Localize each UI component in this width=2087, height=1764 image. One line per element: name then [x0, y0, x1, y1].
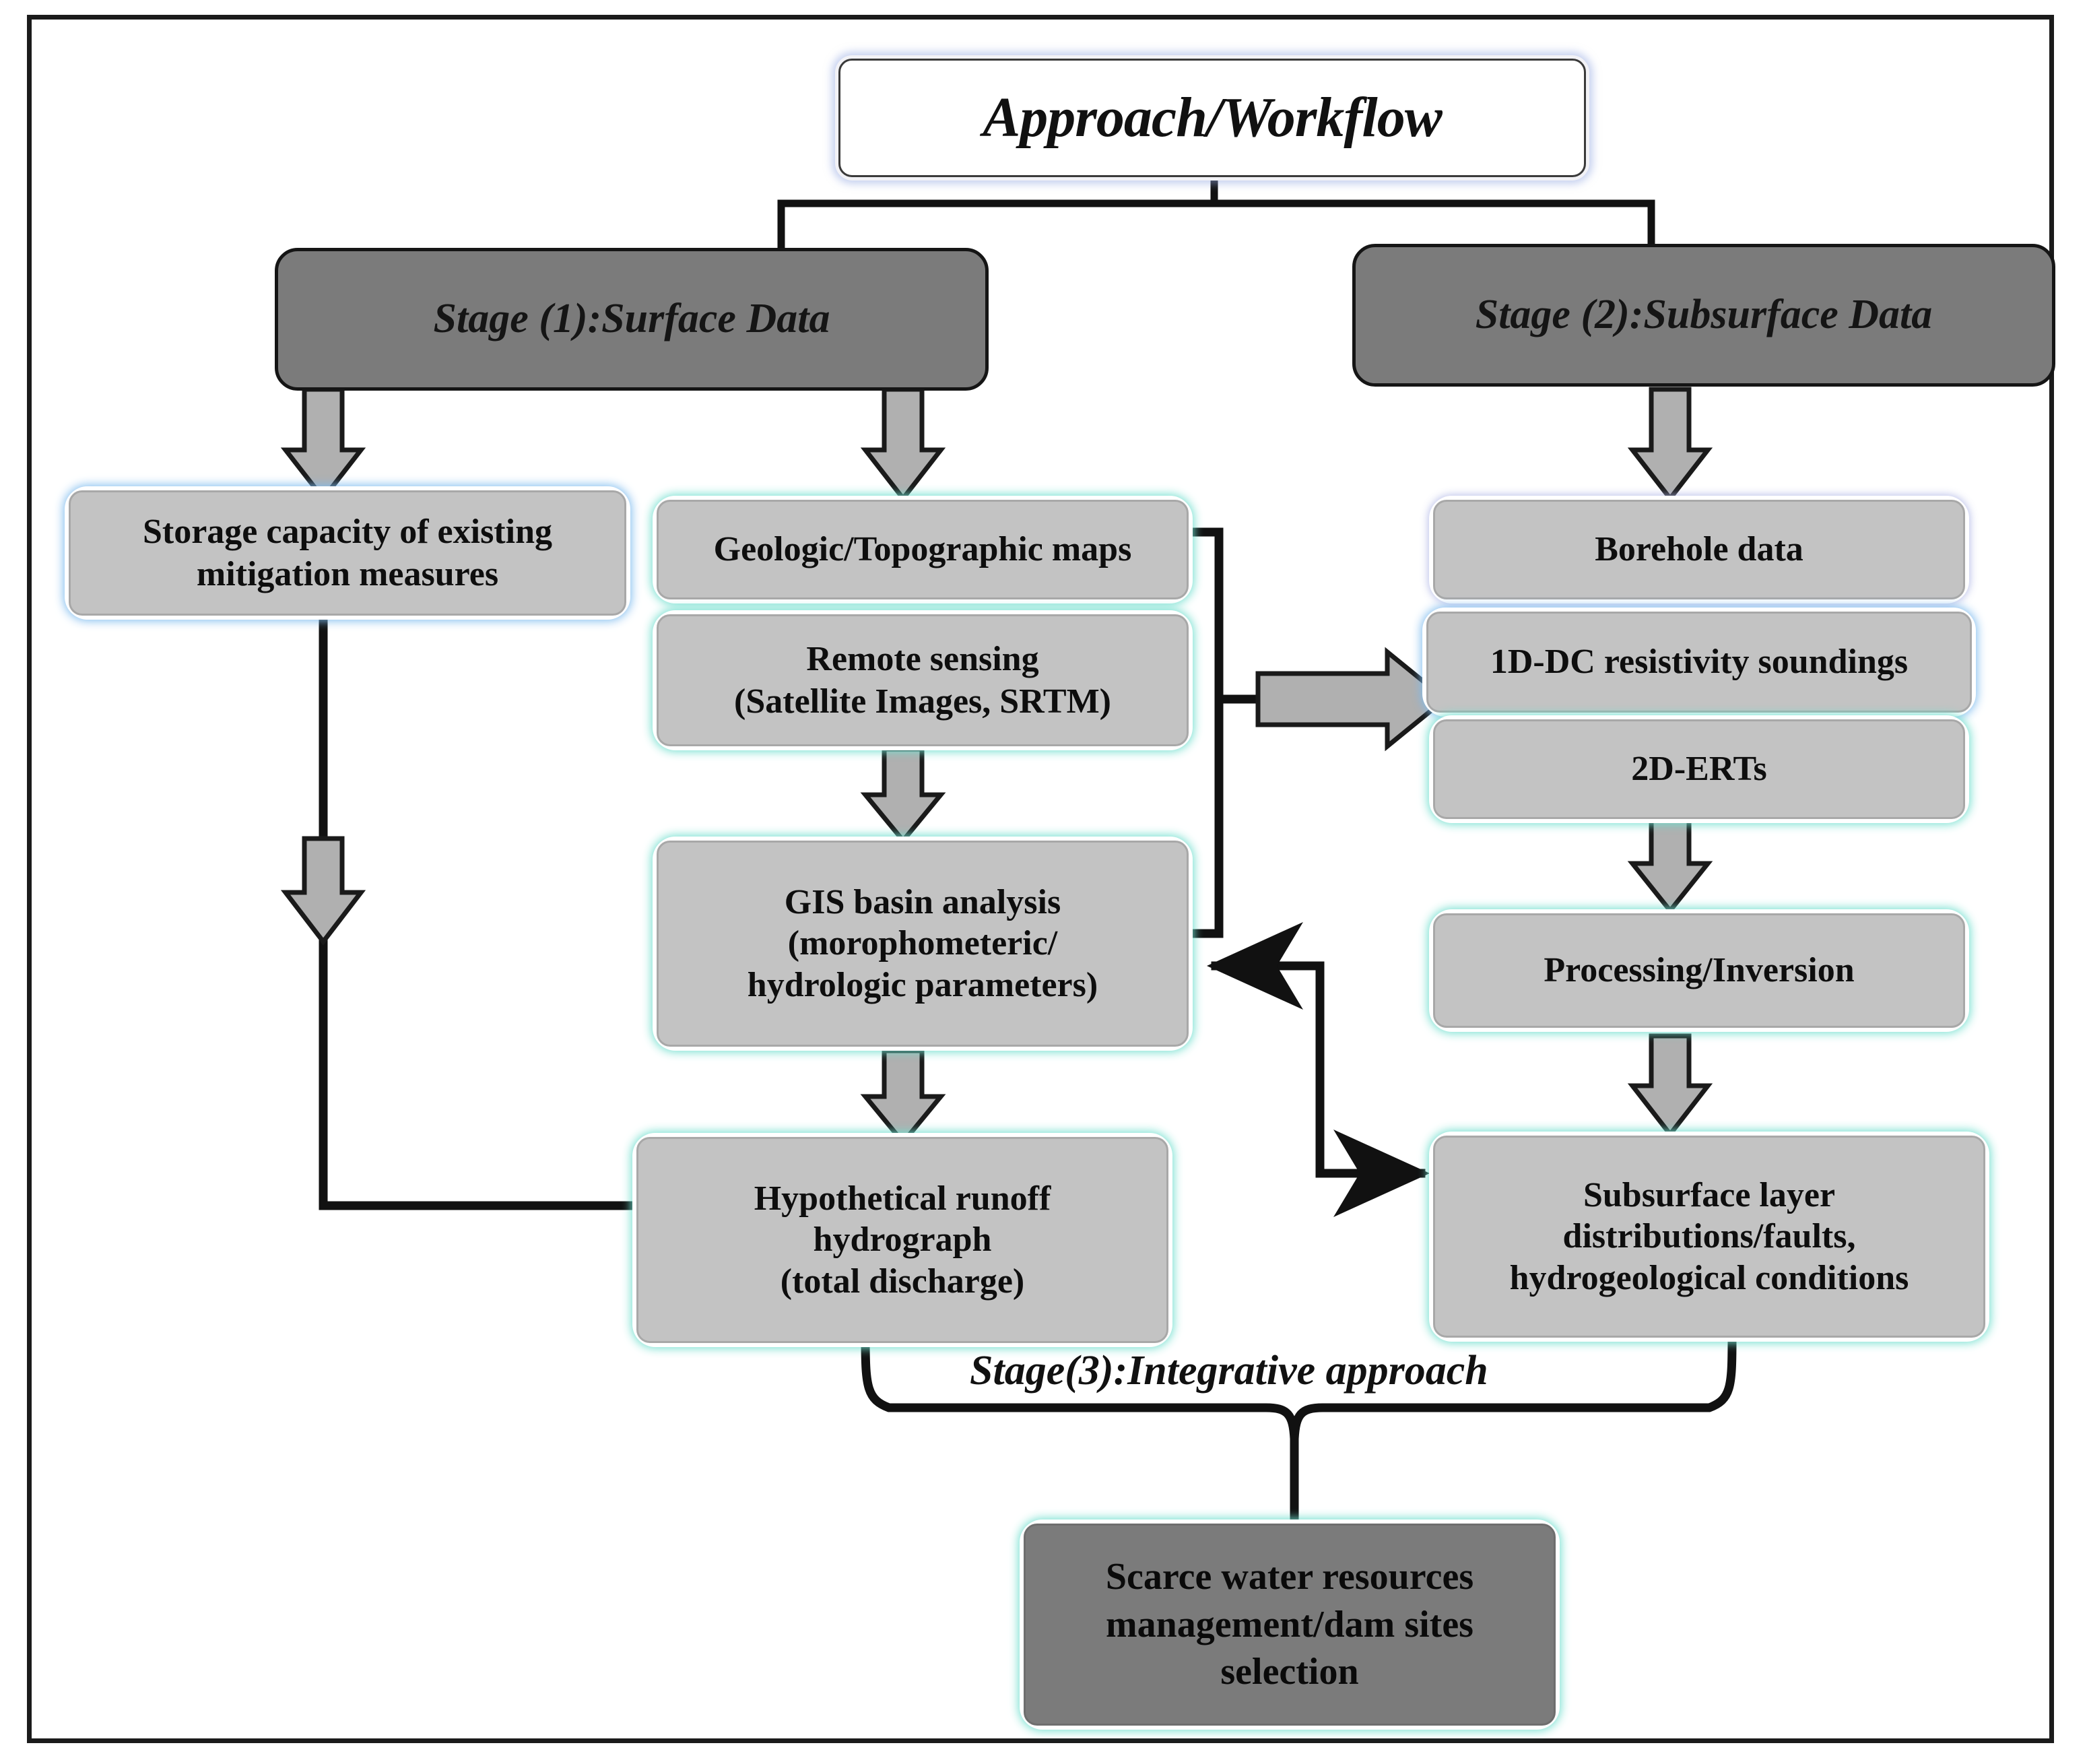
node-remote-sensing: Remote sensing (Satellite Images, SRTM): [657, 614, 1189, 746]
subsurface-line-2: distributions/faults,: [1562, 1217, 1856, 1256]
stage-3-caption: Stage(3):Integrative approach: [970, 1348, 1488, 1394]
final-outcome-line-2: management/dam sites: [1106, 1603, 1473, 1645]
node-2d-erts: 2D-ERTs: [1433, 719, 1965, 819]
node-runoff-hydrograph: Hypothetical runoff hydrograph (total di…: [636, 1137, 1168, 1343]
stage-1-label: Stage (1):Surface Data: [433, 296, 830, 342]
node-geologic-maps: Geologic/Topographic maps: [657, 500, 1189, 599]
gis-basin-line-2: (morophometeric/: [787, 924, 1058, 963]
remote-sensing-line-2: (Satellite Images, SRTM): [734, 682, 1111, 721]
node-gis-basin-analysis: GIS basin analysis (morophometeric/ hydr…: [657, 841, 1189, 1047]
ert-line-1: 2D-ERTs: [1631, 750, 1767, 789]
subsurface-line-1: Subsurface layer: [1583, 1175, 1836, 1214]
stage-2-label: Stage (2):Subsurface Data: [1475, 292, 1933, 338]
runoff-line-3: (total discharge): [780, 1262, 1025, 1301]
storage-capacity-line-2: mitigation measures: [196, 555, 499, 593]
final-outcome-line-3: selection: [1220, 1651, 1359, 1693]
borehole-data-line-1: Borehole data: [1595, 530, 1803, 569]
node-final-outcome: Scarce water resources management/dam si…: [1024, 1524, 1556, 1726]
subsurface-line-3: hydrogeological conditions: [1509, 1258, 1909, 1297]
geologic-maps-line-1: Geologic/Topographic maps: [713, 530, 1132, 569]
runoff-line-1: Hypothetical runoff: [754, 1179, 1051, 1218]
gis-basin-line-3: hydrologic parameters): [747, 965, 1098, 1004]
stage-1-header: Stage (1):Surface Data: [275, 248, 989, 391]
stage-2-header: Stage (2):Subsurface Data: [1352, 244, 2055, 387]
node-processing-inversion: Processing/Inversion: [1433, 913, 1965, 1028]
remote-sensing-line-1: Remote sensing: [806, 639, 1039, 678]
gis-basin-line-1: GIS basin analysis: [784, 882, 1061, 921]
node-borehole-data: Borehole data: [1433, 500, 1965, 599]
node-storage-capacity: Storage capacity of existing mitigation …: [69, 490, 626, 616]
processing-line-1: Processing/Inversion: [1544, 951, 1855, 990]
node-resistivity-soundings: 1D-DC resistivity soundings: [1426, 612, 1972, 713]
node-subsurface-layers: Subsurface layer distributions/faults, h…: [1433, 1136, 1985, 1338]
runoff-line-2: hydrograph: [813, 1220, 992, 1260]
storage-capacity-line-1: Storage capacity of existing: [142, 512, 552, 551]
diagram-title: Approach/Workflow: [983, 86, 1443, 149]
resistivity-line-1: 1D-DC resistivity soundings: [1490, 643, 1909, 682]
diagram-title-box: Approach/Workflow: [835, 55, 1589, 181]
final-outcome-line-1: Scarce water resources: [1105, 1556, 1474, 1598]
